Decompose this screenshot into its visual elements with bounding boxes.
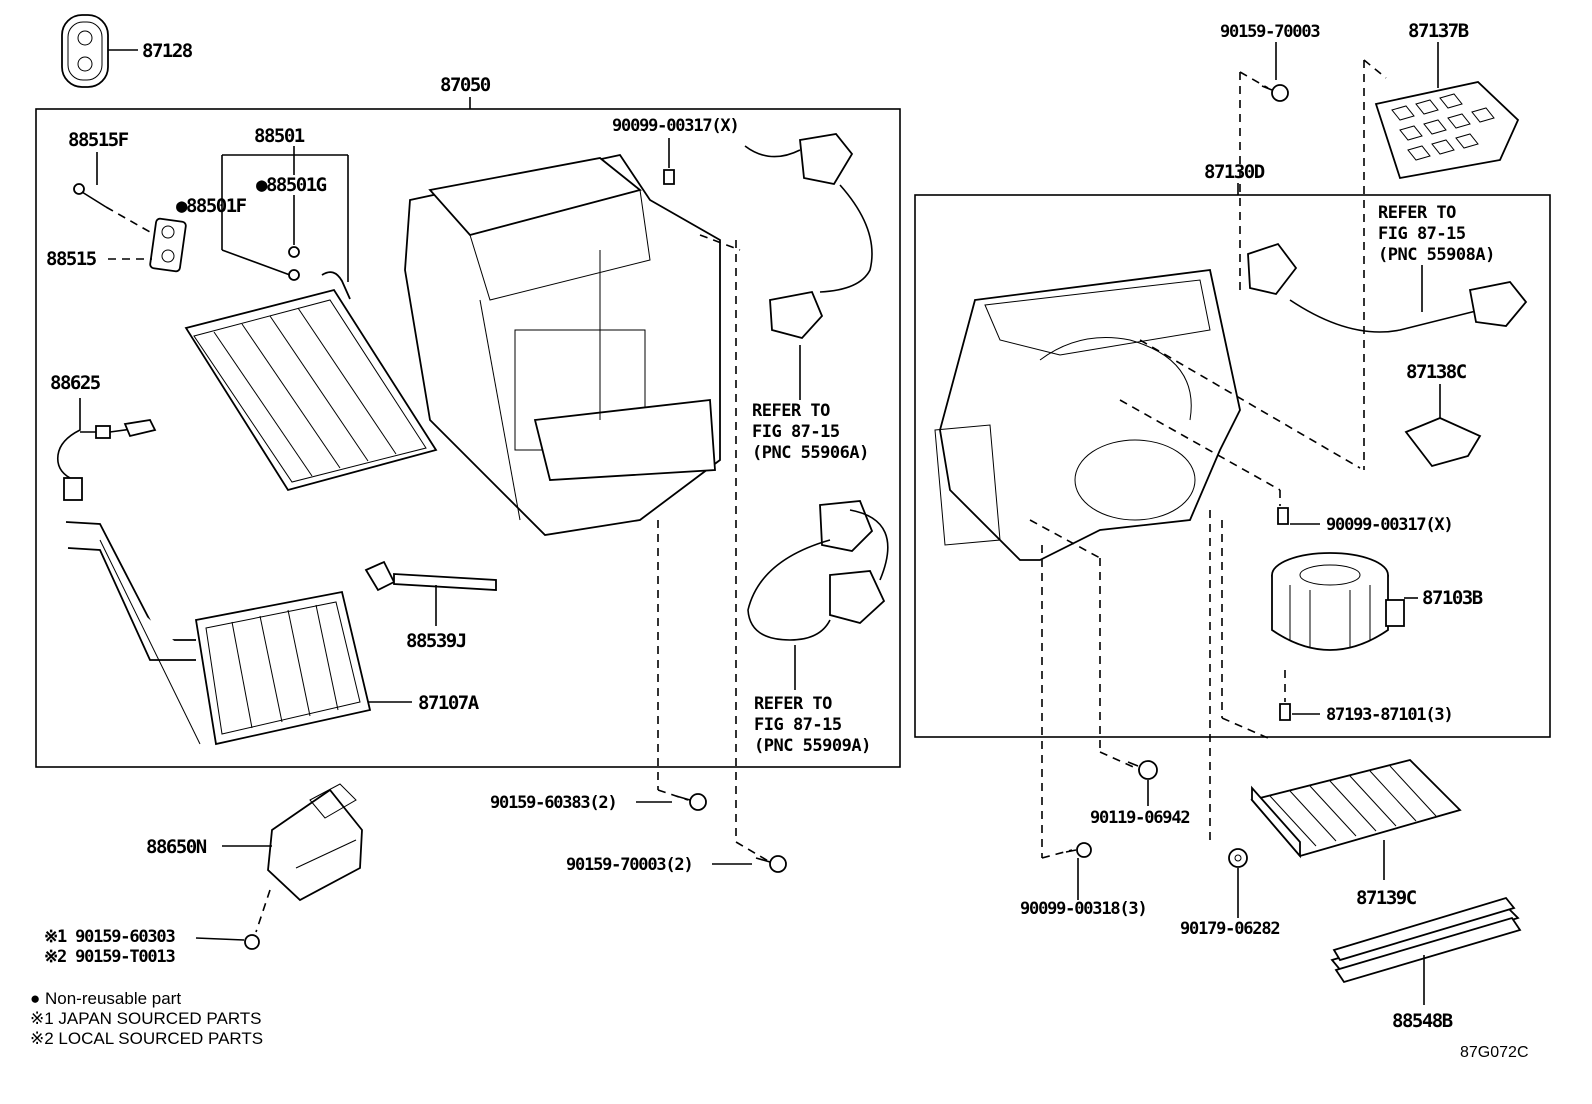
ref-55908A-line3: (PNC 55908A) — [1378, 245, 1495, 265]
cabin-filter-87139C-icon — [1250, 759, 1462, 859]
label-87138C: 87138C — [1406, 361, 1467, 383]
label-87107A: 87107A — [418, 692, 480, 714]
hvac-case-87050-icon — [404, 153, 721, 536]
ref-55908A-line2: FIG 87-15 — [1378, 224, 1466, 244]
label-88539J: 88539J — [406, 630, 466, 652]
servo-55906A-icon — [744, 133, 873, 340]
seal-strip-88548B-icon — [1330, 896, 1522, 984]
label-90159-70003-2: 90159-70003(2) — [566, 855, 693, 875]
legend-local-sourced: ※2 LOCAL SOURCED PARTS — [30, 1029, 263, 1048]
label-87130D: 87130D — [1204, 161, 1265, 183]
label-90159-T0013: ※2 90159-T0013 — [44, 947, 175, 967]
legend-non-reusable: ● Non-reusable part — [30, 989, 181, 1008]
label-90099-00317-right: 90099-00317(X) — [1326, 515, 1453, 535]
label-90099-00318: 90099-00318(3) — [1020, 899, 1147, 919]
label-87128: 87128 — [142, 40, 193, 62]
screw-90159-60303-icon — [244, 934, 260, 950]
label-90159-60383: 90159-60383(2) — [490, 793, 617, 813]
label-88515: 88515 — [46, 248, 97, 270]
label-88548B: 88548B — [1392, 1010, 1453, 1032]
screw-90159-60383-icon — [675, 793, 707, 811]
label-88625: 88625 — [50, 372, 101, 394]
left-assembly-frame — [35, 108, 901, 768]
expansion-valve-88515-icon — [149, 217, 187, 273]
bolt-88515F-icon — [73, 183, 107, 208]
ref-55906A-line2: FIG 87-15 — [752, 422, 840, 442]
filter-cover-87137B-icon — [1374, 81, 1520, 180]
clip-90179-06282-icon — [1228, 848, 1248, 868]
grommet-87128-icon — [61, 14, 109, 88]
servo-88539J-icon — [364, 560, 497, 592]
diagram-code: 87G072C — [1460, 1044, 1529, 1061]
label-88501G: ●88501G — [256, 174, 327, 196]
ref-55909A-line1: REFER TO — [754, 694, 832, 714]
ref-55906A-line1: REFER TO — [752, 401, 830, 421]
resistor-87138C-icon — [1404, 400, 1482, 468]
ac-amplifier-88650N-icon — [267, 783, 363, 902]
label-87050: 87050 — [440, 74, 491, 96]
screw-90159-70003-2-icon — [755, 855, 787, 873]
screw-90159-70003-icon — [1261, 84, 1289, 102]
evaporator-88501-icon — [184, 271, 438, 492]
ref-55909A-line2: FIG 87-15 — [754, 715, 842, 735]
label-90099-00317-left: 90099-00317(X) — [612, 116, 739, 136]
ref-55908A-line1: REFER TO — [1378, 203, 1456, 223]
screw-90099-00317-left-icon — [663, 138, 675, 185]
blower-motor-87103B-icon — [1271, 552, 1405, 651]
screw-90119-06942-icon — [1127, 760, 1158, 780]
label-87139C: 87139C — [1356, 887, 1417, 909]
label-90159-70003: 90159-70003 — [1220, 22, 1320, 42]
right-assembly-frame — [914, 194, 1551, 738]
ref-55909A-line3: (PNC 55909A) — [754, 736, 871, 756]
thermistor-88625-icon — [56, 398, 157, 501]
screw-87193-87101-icon — [1279, 703, 1291, 721]
label-88501: 88501 — [254, 125, 305, 147]
label-88650N: 88650N — [146, 836, 207, 858]
label-87193-87101: 87193-87101(3) — [1326, 705, 1453, 725]
servo-55908A-icon — [1247, 242, 1528, 333]
label-87103B: 87103B — [1422, 587, 1483, 609]
label-90179-06282: 90179-06282 — [1180, 919, 1279, 939]
screw-90099-00317-right-icon — [1277, 507, 1289, 525]
label-87137B: 87137B — [1408, 20, 1469, 42]
legend-japan-sourced: ※1 JAPAN SOURCED PARTS — [30, 1009, 262, 1028]
screw-90099-00318-icon — [1065, 842, 1092, 858]
label-90119-06942: 90119-06942 — [1090, 808, 1189, 828]
blower-case-87130D-icon — [934, 269, 1241, 561]
label-90159-60303: ※1 90159-60303 — [44, 927, 175, 947]
ref-55906A-line3: (PNC 55906A) — [752, 443, 869, 463]
heater-core-87107A-icon — [65, 521, 372, 746]
label-88501F: ●88501F — [176, 195, 247, 217]
servo-55909A-icon — [747, 500, 889, 641]
label-88515F: 88515F — [68, 129, 129, 151]
